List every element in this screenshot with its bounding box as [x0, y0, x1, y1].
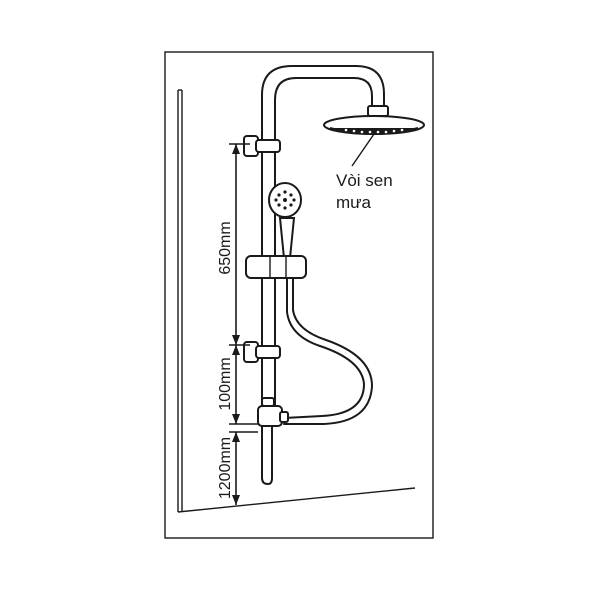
- hand-shower: [268, 182, 302, 259]
- dimension-1200: 1200mm: [217, 437, 234, 499]
- shower-hose: [283, 277, 373, 425]
- label-leader-line: [351, 133, 375, 167]
- dimension-lines: [229, 143, 258, 505]
- riser-pipe: [261, 65, 385, 479]
- diverter-valve: [257, 397, 289, 427]
- sliding-holder: [245, 255, 307, 279]
- supply-pipe: [261, 425, 273, 485]
- dimension-650: 650mm: [217, 221, 234, 274]
- dimension-100: 100mm: [217, 357, 234, 410]
- bottom-wall-bracket: [243, 341, 281, 363]
- diagram-frame: [164, 51, 434, 539]
- rain-shower-label-line1: Vòi sen: [336, 171, 393, 190]
- rain-shower-label-line2: mưa: [336, 193, 372, 212]
- top-wall-bracket: [243, 135, 281, 157]
- wall: [177, 89, 416, 513]
- rain-shower-head: [323, 105, 425, 135]
